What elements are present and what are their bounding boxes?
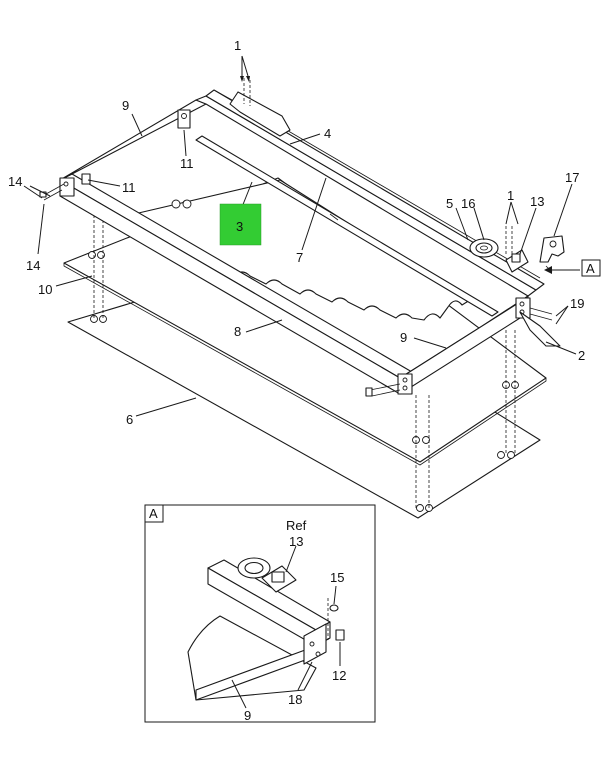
callout-9-right: 9 xyxy=(400,330,407,345)
leader-lines xyxy=(23,55,580,417)
callout-19: 19 xyxy=(570,296,584,311)
callout-13: 13 xyxy=(530,194,544,209)
detail-ref-label: Ref xyxy=(286,518,307,533)
callouts: 1 9 4 11 11 14 14 10 3 7 8 6 5 16 1 13 1… xyxy=(8,38,585,427)
callout-10: 10 xyxy=(38,282,52,297)
top-fasteners xyxy=(243,78,513,256)
view-a-marker: A xyxy=(581,259,601,277)
callout-9-top: 9 xyxy=(122,98,129,113)
callout-8: 8 xyxy=(234,324,241,339)
callout-1-top: 1 xyxy=(234,38,241,53)
bolts-front xyxy=(365,383,401,397)
callout-1-right: 1 xyxy=(507,188,514,203)
highlight-box xyxy=(219,203,262,246)
speaker-assembly xyxy=(469,238,499,258)
view-a-label: A xyxy=(586,261,595,276)
callout-11-left: 11 xyxy=(122,180,136,195)
bracket-17 xyxy=(539,235,565,273)
detail-callout-12: 12 xyxy=(332,668,346,683)
detail-callout-18: 18 xyxy=(288,692,302,707)
callout-17: 17 xyxy=(565,170,579,185)
detail-callout-13: 13 xyxy=(289,534,303,549)
detail-a: A Ref 13 15 12 18 9 xyxy=(144,504,376,723)
frame xyxy=(59,89,545,395)
detail-a-label: A xyxy=(149,506,158,521)
callout-5: 5 xyxy=(446,196,453,211)
detail-callout-9: 9 xyxy=(244,708,251,723)
callout-7: 7 xyxy=(296,250,303,265)
callout-14-top: 14 xyxy=(8,174,22,189)
support-2 xyxy=(519,311,561,347)
callout-6: 6 xyxy=(126,412,133,427)
inner-panel xyxy=(129,179,471,321)
bolts-19 xyxy=(529,307,553,321)
callout-14-bottom: 14 xyxy=(26,258,40,273)
callout-11-corner: 11 xyxy=(180,156,194,171)
detail-callout-15: 15 xyxy=(330,570,344,585)
callout-16: 16 xyxy=(461,196,475,211)
callout-3: 3 xyxy=(236,219,243,234)
bracket-13 xyxy=(505,249,529,273)
fastener-dash-lines xyxy=(93,205,516,508)
callout-2: 2 xyxy=(578,348,585,363)
callout-4: 4 xyxy=(324,126,331,141)
